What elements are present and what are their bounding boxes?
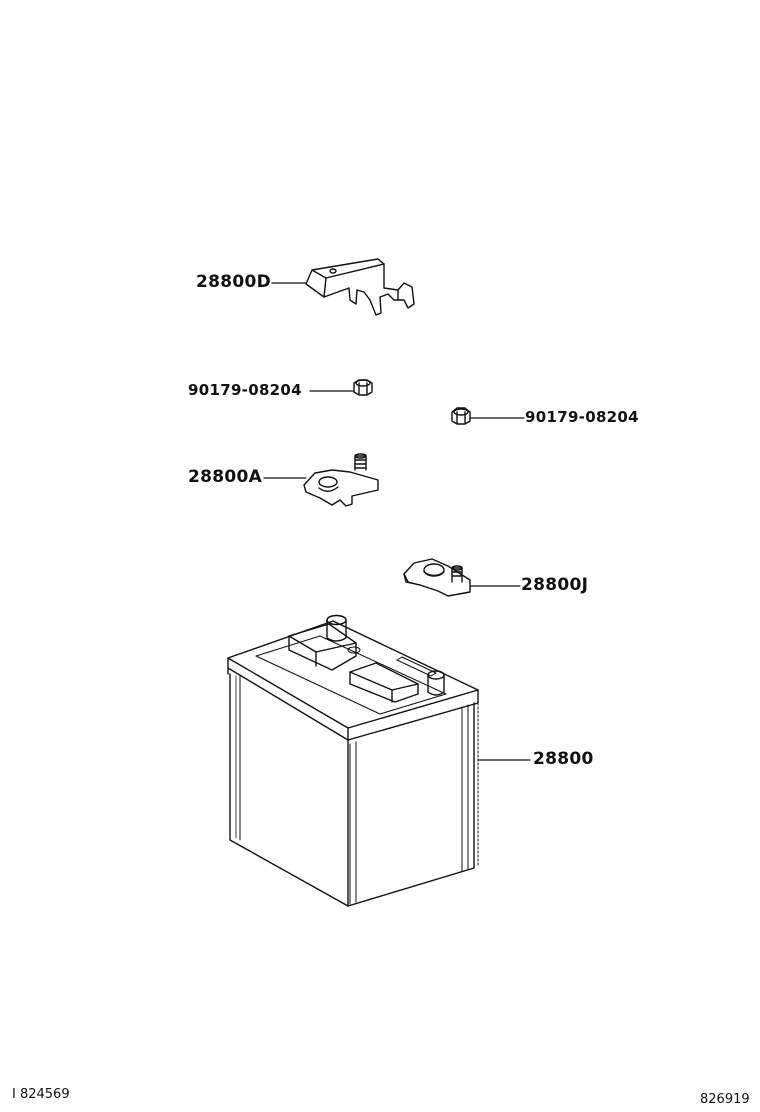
footer-left-code: I 824569 xyxy=(12,1087,70,1102)
label-terminal-a: 28800A xyxy=(188,467,263,487)
battery-part xyxy=(227,614,479,907)
footer-right-code: 826919 xyxy=(700,1092,750,1107)
label-battery: 28800 xyxy=(533,749,594,769)
terminal-j-part xyxy=(403,558,471,597)
label-terminal-j: 28800J xyxy=(521,575,589,595)
label-nut-left: 90179-08204 xyxy=(188,381,302,399)
leader-lines xyxy=(263,282,531,761)
terminal-a-part xyxy=(303,453,379,507)
nut-left-part xyxy=(353,379,373,396)
bracket-part xyxy=(305,258,415,316)
label-bracket: 28800D xyxy=(196,272,272,292)
nut-right-part xyxy=(451,407,471,425)
label-nut-right: 90179-08204 xyxy=(525,408,639,426)
